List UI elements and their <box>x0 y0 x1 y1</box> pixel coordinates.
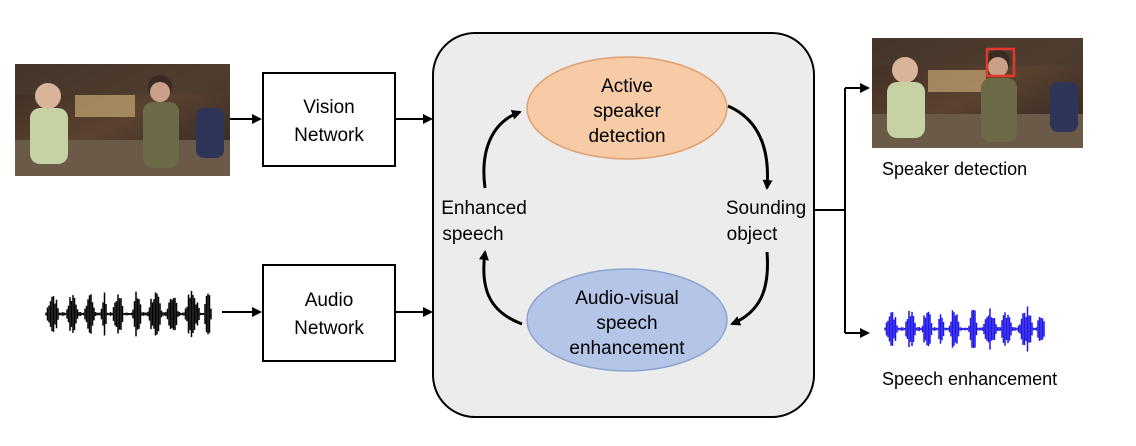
enhanced-speech-label-2: speech <box>442 224 503 245</box>
output-video-frame <box>872 38 1083 148</box>
sounding-to-av-arrow <box>730 251 770 326</box>
input-audio-waveform <box>45 290 212 338</box>
enhanced-speech-label-1: Enhanced <box>441 198 527 219</box>
vision-network-label-1: Vision <box>303 97 354 118</box>
active-speaker-label-2: speaker <box>593 101 661 122</box>
active-speaker-detection-node: Active speaker detection <box>526 56 728 160</box>
vision-network-label-2: Network <box>294 125 364 146</box>
audio-network-label-1: Audio <box>305 290 354 311</box>
output-branch-connector <box>814 83 870 338</box>
active-speaker-label-3: detection <box>588 126 665 147</box>
input-video-frame <box>15 64 230 176</box>
av-enhancement-label-1: Audio-visual <box>575 288 679 309</box>
enhanced-to-asd-arrow <box>482 109 522 189</box>
sounding-object-label-1: Sounding <box>726 198 806 219</box>
av-speech-enhancement-node: Audio-visual speech enhancement <box>526 268 728 372</box>
av-enhancement-label-2: speech <box>596 313 657 334</box>
sounding-object-label-2: object <box>727 224 778 245</box>
enhanced-speech-waveform <box>884 306 1045 352</box>
audio-network-label-2: Network <box>294 318 364 339</box>
active-speaker-label-1: Active <box>601 76 653 97</box>
av-to-enhanced-arrow <box>479 250 523 326</box>
asd-to-sounding-arrow <box>727 104 773 190</box>
vision-network-box: Vision Network <box>262 72 396 167</box>
speaker-detection-box <box>985 47 1016 78</box>
speech-enhancement-caption: Speech enhancement <box>882 369 1057 389</box>
av-enhancement-label-3: enhancement <box>569 338 685 359</box>
audio-network-box: Audio Network <box>262 264 396 362</box>
speaker-detection-caption: Speaker detection <box>882 159 1027 179</box>
